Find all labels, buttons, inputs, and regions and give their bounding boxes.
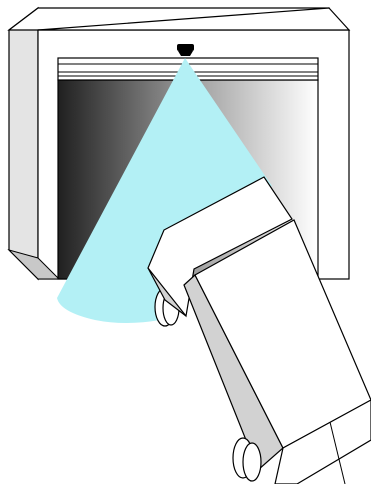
frame-top-right-bevel bbox=[37, 7, 351, 31]
sensor-beam bbox=[57, 58, 272, 323]
truck-box-end bbox=[274, 399, 371, 484]
sensor-device bbox=[177, 44, 194, 56]
truck-cab-top bbox=[147, 176, 293, 318]
truck bbox=[147, 176, 371, 484]
truck-box-top bbox=[194, 219, 371, 449]
frame-side-face bbox=[8, 6, 39, 281]
